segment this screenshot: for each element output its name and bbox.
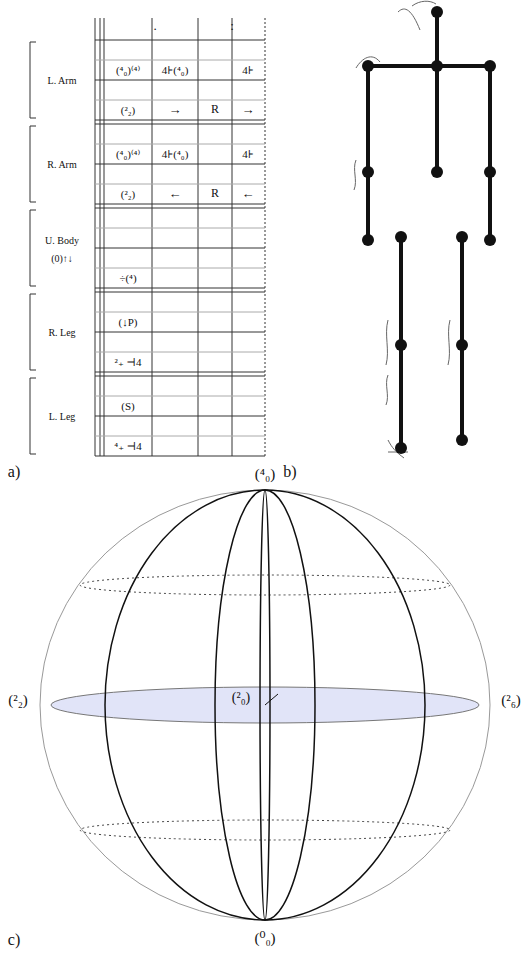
table-rule [95,352,265,353]
table-rule [95,396,265,397]
row-label: R. Leg [48,327,75,338]
table-rule [95,288,265,289]
score-table [30,18,265,456]
column-mark: . [153,19,156,33]
table-rule [95,376,265,377]
row-label: R. Arm [47,159,76,170]
table-rule [95,372,265,373]
cell: → [169,103,182,117]
table-rule [95,204,265,205]
table-rule [95,312,265,313]
axis-label: (²₂) [8,692,28,709]
table-rule [95,416,265,417]
cell: ²₊ ⊣4 [115,356,142,368]
cell: ⁴₊ ⊣4 [114,440,141,452]
row-label: L. Leg [49,411,76,422]
cell: R [211,187,219,200]
table-rule [95,120,265,121]
table-rule [95,144,265,145]
axis-label: (²₆) [501,692,521,709]
stick-figure [354,1,496,458]
row-label: (0)↑↓ [51,253,73,264]
table-rule [95,248,265,249]
cell: (⁴₀)⁽⁴⁾ [116,148,140,160]
cell: R [211,103,219,116]
table-rule [95,100,265,101]
axis-label: (⁴₀) [255,466,275,483]
sphere [40,490,490,920]
cell: 4⊦(⁴₀) [162,148,189,160]
cell: (²₂) [121,104,135,116]
cell: (↓P) [119,316,138,328]
table-rule [95,228,265,229]
axis-label: (⁰₀) [254,930,275,947]
table-rule [95,80,265,81]
table-rule [95,164,265,165]
cell: ← [242,187,255,201]
table-rule [95,436,265,437]
cell: (²₂) [121,188,135,200]
table-rule [95,292,265,293]
table-rule [95,332,265,333]
table-rule [95,184,265,185]
panel-letter: c) [8,931,20,949]
row-label: U. Body [45,235,79,246]
panel-letter: a) [8,463,20,481]
column-mark: : [230,19,234,33]
row-label: L. Arm [48,75,77,86]
cell: ← [169,187,182,201]
cell: 4⊦ [242,148,254,160]
cell: (⁴₀)⁽⁴⁾ [116,64,140,76]
table-rule [95,456,265,457]
table-rule [95,268,265,269]
table-rule [95,208,265,209]
cell: → [242,103,255,117]
table-rule [95,40,265,41]
cell: 4⊦(⁴₀) [162,64,189,76]
panel-letter: b) [283,463,296,481]
axis-label: (²₀) [232,690,250,705]
cell: 4⊦ [242,64,254,76]
table-rule [95,124,265,125]
cell: (S) [121,400,134,412]
cell: ÷(⁴) [119,272,136,284]
table-rule [95,60,265,61]
